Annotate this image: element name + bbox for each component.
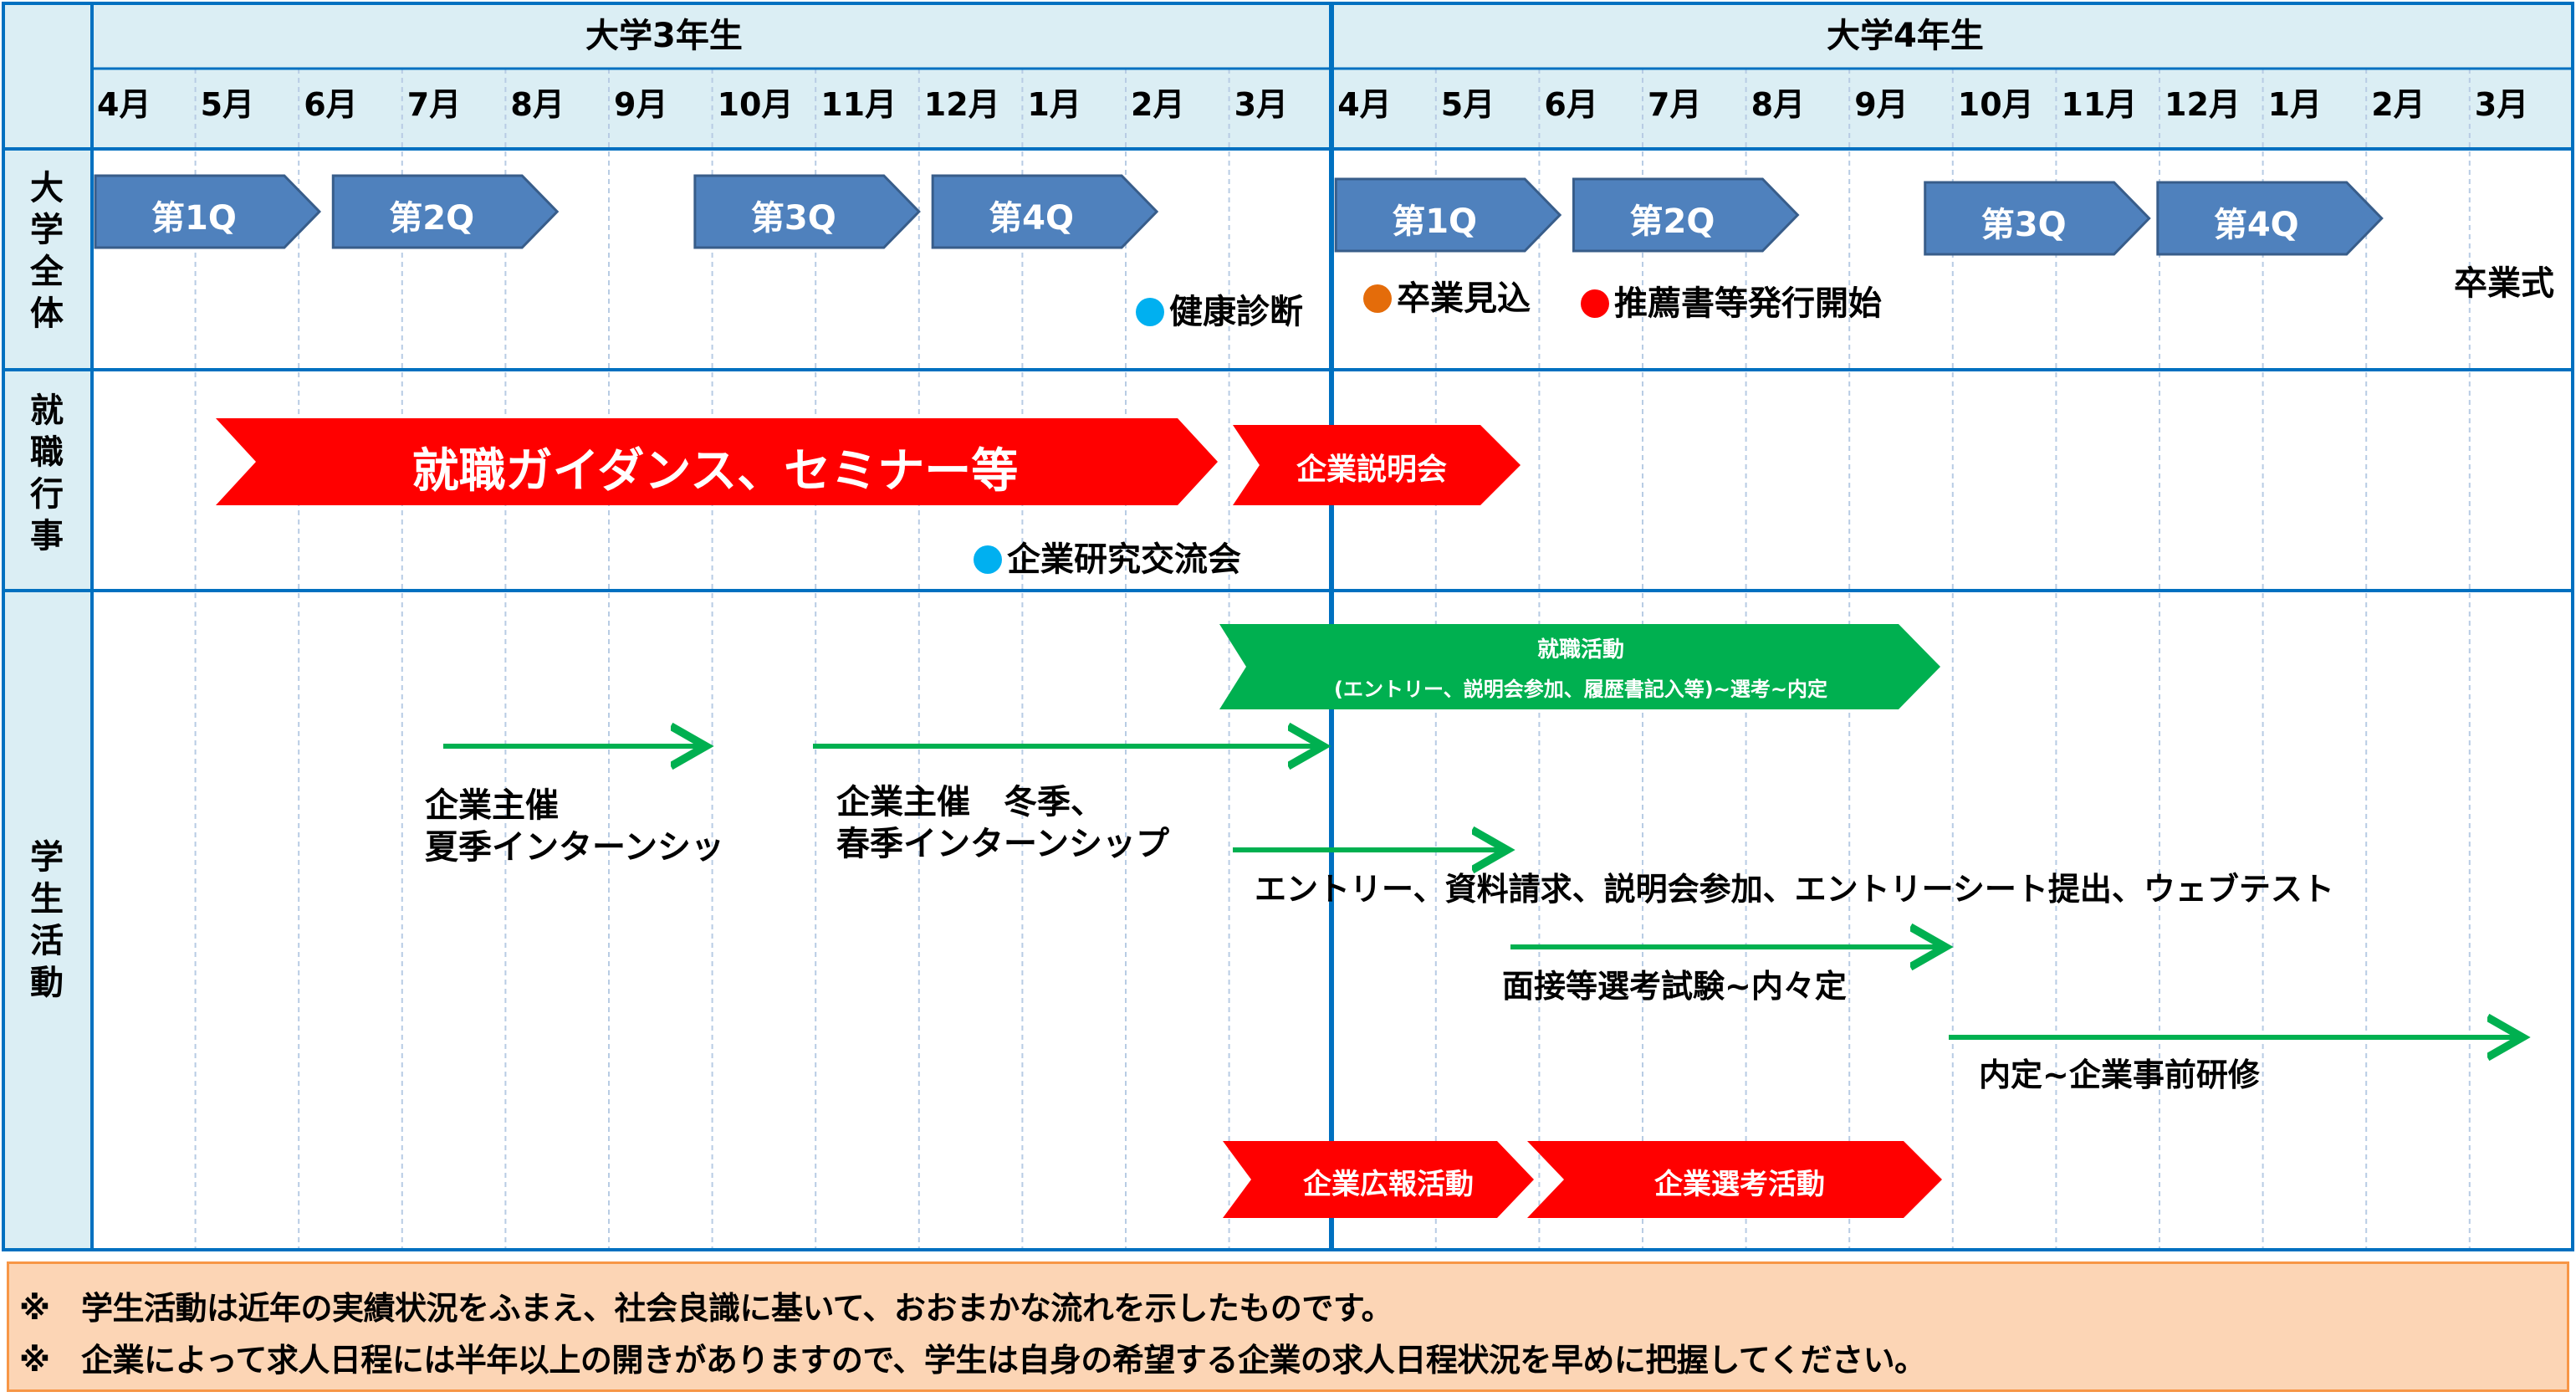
- month-label: 8月: [510, 86, 565, 123]
- month-label: 10月: [1957, 86, 2034, 123]
- selection-activity-label: 企業選考活動: [1654, 1168, 1825, 1201]
- quarter-label: 第1Q: [1392, 202, 1478, 241]
- job-hunting-sub: (エントリー、説明会参加、履歴書記入等)~選考~内定: [1334, 678, 1827, 701]
- briefing-arrow: [1233, 425, 1521, 505]
- quarter-label: 第3Q: [750, 199, 836, 238]
- month-label: 11月: [2061, 86, 2138, 123]
- pr-activity-label: 企業広報活動: [1303, 1168, 1474, 1201]
- red-dot-icon: [1581, 289, 1609, 318]
- month-label: 5月: [1440, 86, 1495, 123]
- month-label: 12月: [923, 86, 1000, 123]
- month-label: 3月: [1234, 86, 1289, 123]
- event-expected-graduation: 卒業見込: [1363, 278, 1531, 320]
- quarter-label: 第3Q: [1981, 206, 2067, 244]
- month-label: 11月: [820, 86, 897, 123]
- month-label: 9月: [614, 86, 668, 123]
- pr-activity-arrow: [1223, 1141, 1534, 1218]
- offer-label: 内定~企業事前研修: [1979, 1057, 2260, 1093]
- summer-intern-label: 企業主催夏季インターンシッ: [425, 786, 724, 867]
- quarter-chevron: [931, 174, 1159, 249]
- header-background: [3, 3, 2573, 149]
- month-label: 2月: [1131, 86, 1185, 123]
- quarter-chevron: [1334, 177, 1562, 253]
- month-label: 5月: [200, 86, 255, 123]
- note-2: ※ 企業によって求人日程には半年以上の開きがありますので、学生は自身の希望する企…: [19, 1342, 1926, 1379]
- month-label: 4月: [1337, 86, 1392, 123]
- row-label-university: 大学全体: [30, 169, 64, 333]
- winter-intern-label: 企業主催 冬季、春季インターンシップ: [836, 783, 1169, 863]
- month-label: 1月: [1027, 86, 1081, 123]
- event-health-check: 健康診断: [1136, 291, 1303, 333]
- row-label-student: 学生活動: [30, 838, 64, 1002]
- quarter-chevron: [94, 174, 322, 249]
- job-hunting-title: 就職活動: [1536, 637, 1624, 663]
- blue-dot-icon: [1136, 298, 1164, 326]
- quarter-label: 第1Q: [151, 199, 237, 238]
- orange-dot-icon: [1363, 284, 1392, 313]
- row-label-job-events: 就職行事: [30, 391, 64, 555]
- quarter-chevron: [1924, 181, 2151, 256]
- entry-label: エントリー、資料請求、説明会参加、エントリーシート提出、ウェブテスト: [1255, 871, 2334, 908]
- quarter-label: 第4Q: [989, 199, 1075, 238]
- job-hunting-arrow: [1219, 624, 1940, 709]
- month-label: 6月: [1544, 86, 1598, 123]
- quarter-label: 第4Q: [2213, 206, 2299, 244]
- month-label: 7月: [1648, 86, 1702, 123]
- table-border: [2, 2, 2574, 1251]
- month-label: 4月: [97, 86, 151, 123]
- month-label: 2月: [2371, 86, 2425, 123]
- month-label: 9月: [1854, 86, 1909, 123]
- row-label-background: [3, 3, 92, 1250]
- event-recommendation: 推薦書等発行開始: [1581, 283, 1882, 325]
- notes-box: ※ 学生活動は近年の実績状況をふまえ、社会良識に基いて、おおまかな流れを示したも…: [7, 1261, 2569, 1392]
- month-label: 10月: [717, 86, 794, 123]
- quarter-label: 第2Q: [1629, 202, 1715, 241]
- blue-dot-icon: [974, 545, 1002, 574]
- guidance-label: 就職ガイダンス、セミナー等: [411, 444, 1019, 499]
- event-graduation: 卒業式: [2454, 264, 2554, 303]
- quarter-chevron: [1572, 177, 1800, 253]
- year-label-3: 大学3年生: [585, 17, 743, 55]
- month-label: 3月: [2474, 86, 2529, 123]
- selection-activity-arrow: [1527, 1141, 1942, 1218]
- month-label: 7月: [406, 86, 462, 123]
- interview-label: 面接等選考試験~内々定: [1502, 968, 1847, 1005]
- month-label: 1月: [2267, 86, 2323, 123]
- quarter-chevron: [693, 174, 921, 249]
- quarter-label: 第2Q: [389, 199, 475, 238]
- year-label-4: 大学4年生: [1827, 17, 1984, 55]
- month-label: 6月: [304, 86, 358, 123]
- guidance-arrow: [216, 418, 1218, 505]
- event-exchange: 企業研究交流会: [974, 539, 1241, 581]
- briefing-label: 企業説明会: [1296, 453, 1447, 487]
- quarter-chevron: [331, 174, 560, 249]
- quarter-chevron: [2156, 181, 2384, 256]
- month-label: 8月: [1751, 86, 1806, 123]
- note-1: ※ 学生活動は近年の実績状況をふまえ、社会良識に基いて、おおまかな流れを示したも…: [19, 1290, 1393, 1327]
- month-label: 12月: [2165, 86, 2241, 123]
